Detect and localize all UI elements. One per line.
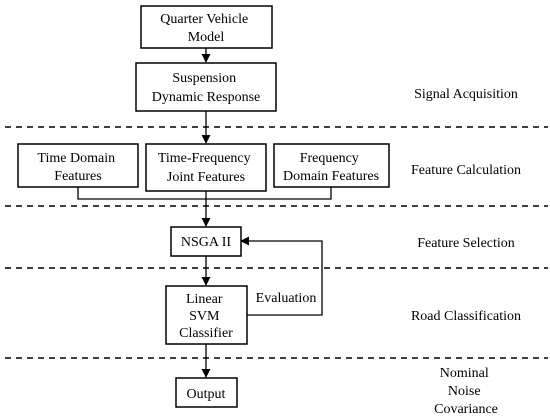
time-frequency-features-box xyxy=(145,143,267,192)
frequency-domain-features-box xyxy=(273,143,390,188)
evaluation-label: Evaluation xyxy=(256,291,317,306)
stage-feature-calculation: Feature Calculation xyxy=(411,163,521,178)
quarter-vehicle-model-box xyxy=(140,5,273,49)
output-box xyxy=(175,377,238,408)
suspension-response-box xyxy=(135,62,277,112)
features-merge-connector xyxy=(77,187,332,200)
stage-road-classification: Road Classification xyxy=(411,309,521,324)
time-domain-features-box xyxy=(17,143,139,188)
svm-classifier-label: Linear SVM Classifier xyxy=(179,292,233,341)
evaluation-feedback-arrow xyxy=(240,236,323,316)
stage-nominal-noise-covariance: Nominal Noise Covariance xyxy=(434,366,498,417)
nsga-ii-box xyxy=(170,226,242,257)
frequency-domain-features-label: Frequency Domain Features xyxy=(283,151,379,184)
time-domain-features-label: Time Domain Features xyxy=(37,151,118,184)
stage-feature-selection: Feature Selection xyxy=(417,236,515,251)
stage-signal-acquisition: Signal Acquisition xyxy=(414,87,518,102)
nsga-ii-label: NSGA II xyxy=(181,235,232,250)
suspension-response-label: Suspension Dynamic Response xyxy=(152,71,260,105)
quarter-vehicle-model-label: Quarter Vehicle Model xyxy=(160,12,251,45)
time-frequency-features-label: Time-Frequency Joint Features xyxy=(158,151,254,185)
svm-classifier-box xyxy=(165,285,248,345)
output-label: Output xyxy=(187,387,226,402)
